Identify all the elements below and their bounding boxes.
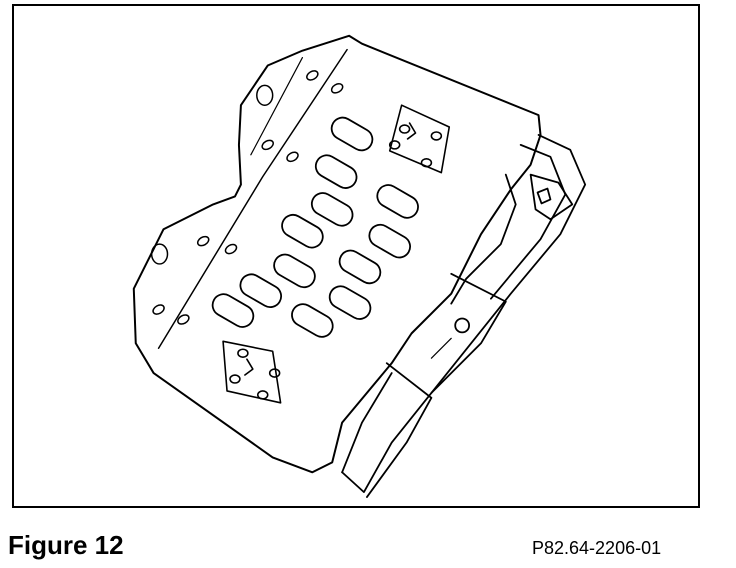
bracket-plate-outline [132,34,542,474]
fold-mounting-holes [150,70,344,325]
figure-frame [12,4,700,508]
control-module-body [341,134,587,498]
bracket-fold-line-upper [250,56,304,156]
module-bracket-illustration [132,34,587,498]
figure-reference-number: P82.64-2206-01 [532,538,662,558]
lower-mounting-tab [222,340,282,404]
upper-mounting-tab [388,104,451,174]
bracket-fold-line [157,48,348,350]
slot-openings [211,116,419,338]
figure-caption: Figure 12 [8,530,124,560]
